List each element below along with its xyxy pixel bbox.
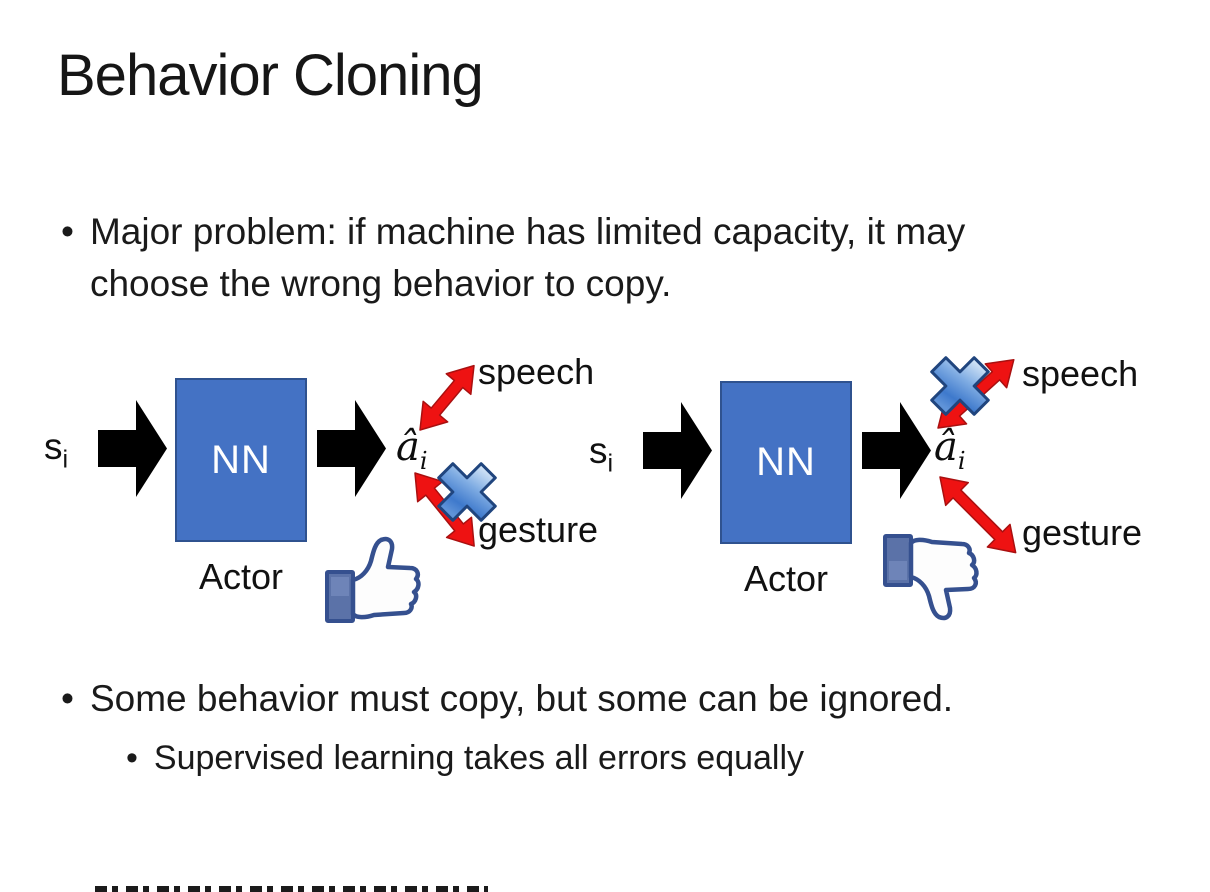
gesture-label-left: gesture (478, 509, 599, 550)
nn-label: NN (756, 440, 816, 484)
state-base: s (44, 426, 63, 467)
flow-arrow-icon (643, 402, 712, 499)
actor-label-right: Actor (743, 558, 829, 599)
bullet-supervised: • Supervised learning takes all errors e… (126, 736, 1126, 780)
slide-title: Behavior Cloning (57, 43, 484, 108)
action-sub: i (957, 447, 966, 475)
state-label-left: si (44, 426, 68, 474)
bullet-supervised-text: Supervised learning takes all errors equ… (153, 739, 805, 777)
state-label-right: si (589, 430, 613, 478)
action-base: â (396, 424, 420, 470)
state-sub: i (607, 449, 614, 478)
action-base: â (934, 424, 958, 470)
bullet-major-problem-text: Major problem: if machine has limited ca… (89, 211, 966, 304)
flow-arrow-icon (317, 400, 386, 497)
flow-arrow-icon (862, 402, 931, 499)
bullet-some-behavior-text: Some behavior must copy, but some can be… (89, 678, 954, 719)
bullet-dot: • (61, 211, 74, 252)
gesture-label-right: gesture (1022, 512, 1143, 553)
speech-label-left: speech (478, 351, 595, 392)
state-base: s (589, 430, 608, 471)
nn-box-left: NN (175, 378, 307, 542)
flow-arrow-icon (98, 400, 167, 497)
action-sub: i (419, 447, 428, 475)
nn-label: NN (211, 437, 271, 482)
speech-label-right: speech (1022, 353, 1139, 394)
thumbs-up-icon (325, 536, 421, 623)
bullet-some-behavior: • Some behavior must copy, but some can … (61, 676, 1181, 722)
actor-label-left: Actor (198, 556, 284, 597)
bullet-major-problem: • Major problem: if machine has limited … (61, 206, 1051, 310)
bullet-dot: • (126, 739, 138, 777)
action-output-label-right: âi (934, 424, 966, 475)
thumbs-down-icon (883, 534, 979, 621)
action-output-label-left: âi (396, 424, 428, 475)
bullet-dot: • (61, 678, 74, 719)
state-sub: i (62, 445, 69, 474)
nn-box-right: NN (720, 381, 852, 544)
cut-off-text-strip (95, 886, 488, 892)
